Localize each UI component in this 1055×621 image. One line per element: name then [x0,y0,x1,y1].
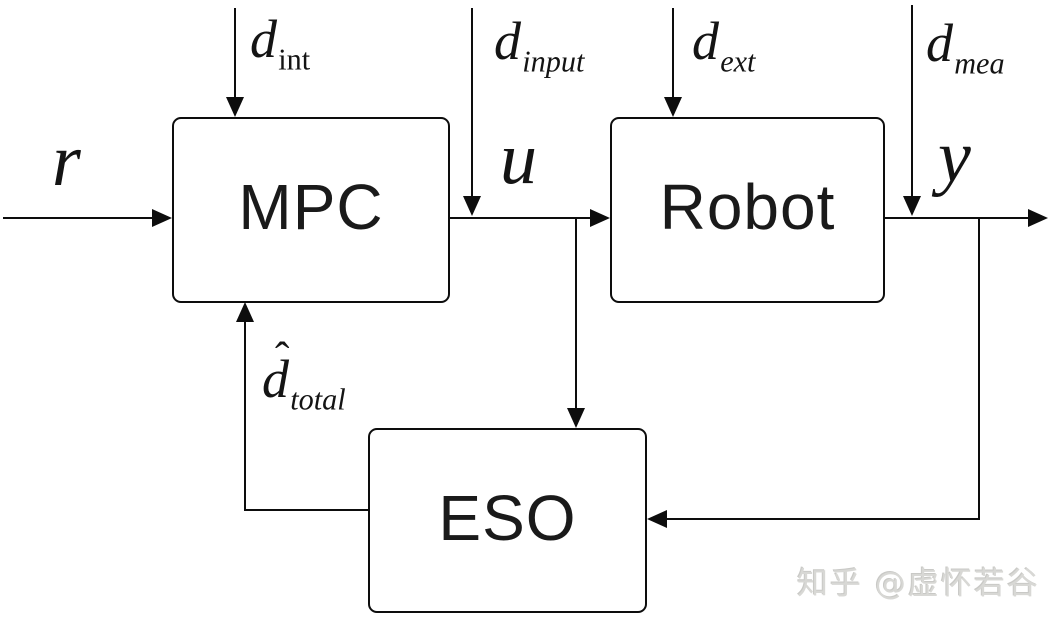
d-input-arrowhead-icon [463,196,481,216]
d-input-line [471,8,473,198]
robot-block-label: Robot [659,171,836,243]
label-d-ext: dext [692,11,756,79]
feedback-horizontal-line [665,518,980,520]
d-int-line [234,8,236,100]
label-u: u [500,118,537,200]
label-y: y [938,116,971,198]
u-branch-line [575,218,577,410]
r-input-line [3,217,155,219]
d-total-arrowhead-icon [236,302,254,322]
feedback-arrowhead-icon [647,510,667,528]
watermark: 知乎 @虚怀若谷 [797,566,1040,602]
hat-accent: ˆ [274,335,290,383]
label-r: r [52,120,81,202]
eso-block: ESO [368,428,647,613]
output-line [885,217,1030,219]
eso-output-horizontal-line [245,509,368,511]
d-mea-arrowhead-icon [903,196,921,216]
robot-block: Robot [610,117,885,303]
mpc-block: MPC [172,117,450,303]
u-branch-arrowhead-icon [567,408,585,428]
u-arrowhead-icon [590,209,610,227]
d-int-arrowhead-icon [226,97,244,117]
label-d-input: dinput [494,11,585,79]
d-ext-line [672,8,674,100]
label-d-mea: dmea [926,13,1005,81]
label-d-int: dint [250,9,311,77]
eso-block-label: ESO [438,481,577,554]
mpc-block-label: MPC [238,171,384,243]
u-line [449,217,592,219]
output-arrowhead-icon [1028,209,1048,227]
eso-output-vertical-line [244,318,246,511]
d-ext-arrowhead-icon [664,97,682,117]
feedback-vertical-line [978,218,980,520]
r-arrowhead-icon [152,209,172,227]
d-mea-line [911,5,913,198]
